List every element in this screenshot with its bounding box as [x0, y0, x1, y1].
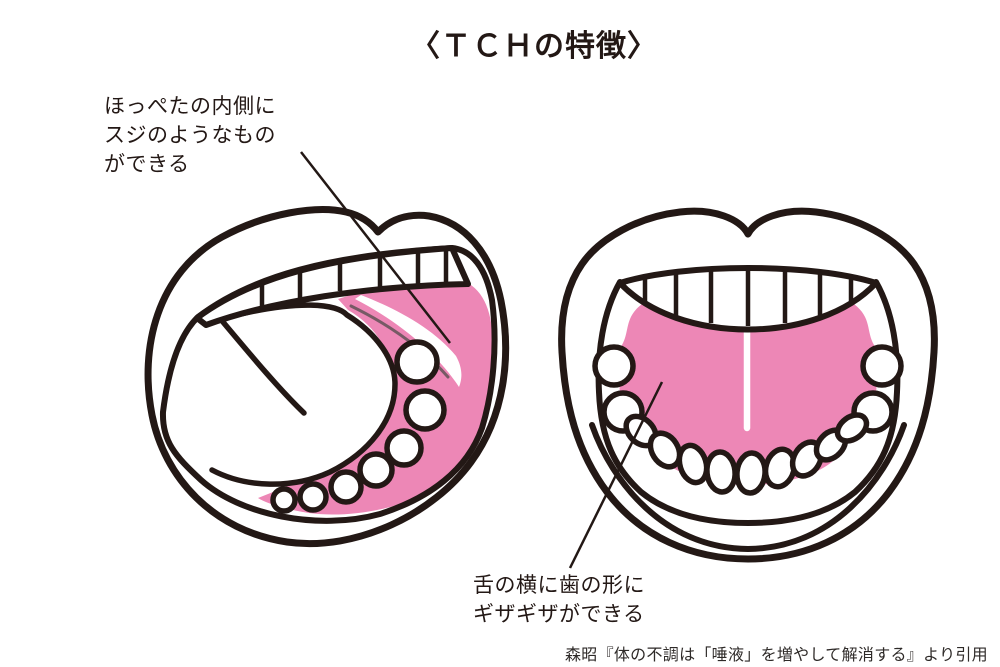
source-citation: 森昭『体の不調は「唾液」を増やして解消する』より引用 — [564, 647, 988, 664]
upper-teeth-dividers — [642, 268, 854, 326]
tongue-annotation-line — [568, 381, 664, 569]
cheek-annotation-line-2: スジのようなもの — [104, 124, 276, 147]
upper-teeth — [617, 265, 879, 333]
inner-lip-line — [595, 279, 901, 526]
lower-lip-crease-line — [589, 422, 907, 552]
lower-teeth — [270, 339, 447, 514]
lower-teeth — [592, 344, 904, 496]
right-mouth-illustration — [558, 207, 938, 563]
cheek-annotation-line — [300, 151, 451, 344]
tongue-annotation-line-2: ギザギザができる — [473, 603, 645, 626]
tongue-outline — [209, 302, 398, 487]
tongue-annotation-label: 舌の横に歯の形に ギザギザができる — [473, 571, 645, 629]
left-mouth-illustration — [144, 206, 510, 547]
tongue-annotation-line-1: 舌の横に歯の形に — [473, 574, 645, 597]
cheek-streak-shadow-line — [349, 304, 450, 379]
cheek-annotation-line-1: ほっぺたの内側に — [104, 95, 276, 118]
cheek-streak — [355, 295, 462, 387]
cheek-annotation-line-3: ができる — [104, 153, 190, 176]
upper-teeth — [194, 245, 471, 328]
tongue-crease-line — [220, 319, 307, 416]
upper-teeth-dividers — [259, 249, 449, 307]
page-title: 〈ＴＣＨの特徴〉 — [410, 30, 658, 63]
cheek-annotation-label: ほっぺたの内側に スジのようなもの ができる — [104, 92, 276, 179]
